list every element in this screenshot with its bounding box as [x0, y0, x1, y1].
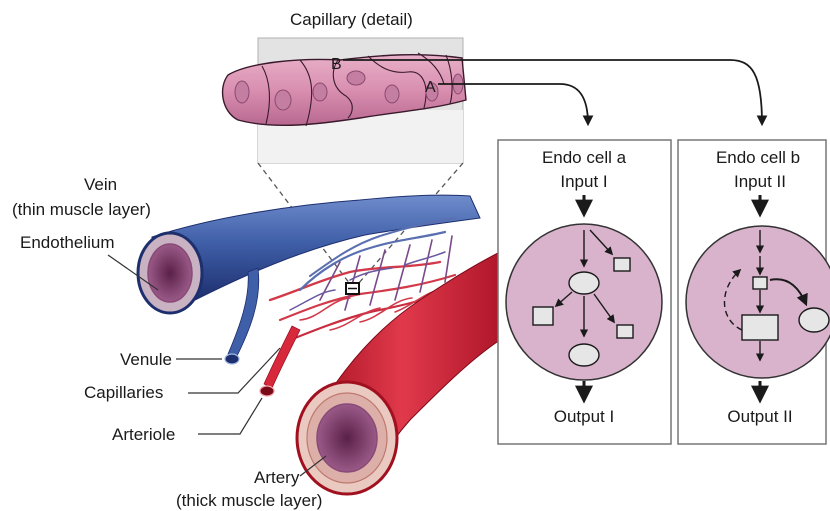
vein-label-line1: Vein: [84, 175, 117, 194]
artery-label-line1: Artery: [254, 468, 300, 487]
endo-cell-a-title: Endo cell a: [542, 148, 627, 167]
artery-label-line2: (thick muscle layer): [176, 491, 322, 510]
arteriole-opening: [260, 386, 274, 396]
arteriole-leader: [198, 398, 262, 434]
output-ii-label: Output II: [727, 407, 792, 426]
vein-label-line2: (thin muscle layer): [12, 200, 151, 219]
endo-cell-b-box: Endo cell b Input II Output II: [678, 140, 830, 444]
endo-cell-b-input: Input II: [734, 172, 786, 191]
endo-cell-a-input: Input I: [560, 172, 607, 191]
venule-opening: [225, 354, 239, 364]
label-b: B: [331, 56, 342, 73]
endo-cell-a-box: Endo cell a Input I Output I: [498, 140, 671, 444]
endo-cell-b-title: Endo cell b: [716, 148, 800, 167]
output-i-label: Output I: [554, 407, 614, 426]
endothelium-label: Endothelium: [20, 233, 115, 252]
venule-label: Venule: [120, 350, 172, 369]
arteriole-label: Arteriole: [112, 425, 175, 444]
vessels: [138, 195, 500, 494]
cell-b-circle: [686, 226, 830, 378]
arteriole-branch: [264, 326, 300, 388]
vein-lumen: [148, 244, 192, 302]
capillaries-label: Capillaries: [84, 383, 163, 402]
label-a: A: [425, 79, 436, 96]
artery-lumen: [317, 404, 377, 472]
capillary-detail-title: Capillary (detail): [290, 10, 413, 29]
